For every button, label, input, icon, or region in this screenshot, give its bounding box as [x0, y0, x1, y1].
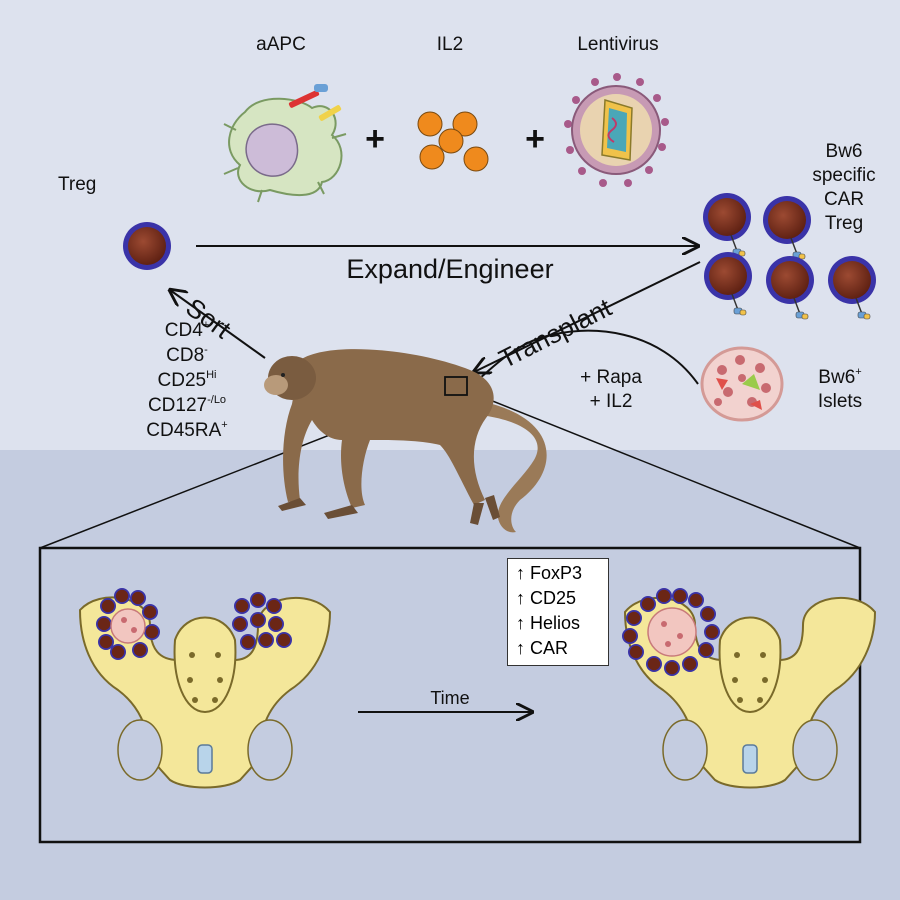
islets-line2: Islets — [817, 391, 863, 412]
car-treg-label-line: Treg — [824, 213, 864, 234]
rapa-line: + Rapa — [580, 367, 642, 388]
car-treg-label-line: Bw6 — [825, 141, 863, 162]
car-treg-label-line: CAR — [823, 189, 865, 210]
upregulated-item: ↑ CAR — [516, 638, 569, 658]
upregulated-item: ↑ CD25 — [516, 588, 577, 608]
cell-cluster-left — [96, 588, 292, 660]
car-treg-label: Bw6 specific CAR Treg — [796, 140, 892, 236]
time-label: Time — [430, 688, 470, 708]
monkey-icon — [264, 349, 547, 533]
islet-curve-arrow — [479, 329, 699, 385]
plus-sign-2: + — [525, 120, 545, 158]
treg-cell-icon — [123, 222, 171, 270]
zoom-box — [444, 376, 468, 396]
marker-item: CD8- — [166, 344, 208, 367]
aapc-label: aAPC — [256, 34, 306, 55]
expand-engineer-label: Expand/Engineer — [346, 254, 554, 284]
il2-label: IL2 — [436, 34, 464, 55]
il2-line: + IL2 — [589, 391, 633, 412]
marker-item: CD127-/Lo — [147, 394, 227, 417]
lentivirus-label: Lentivirus — [577, 34, 659, 55]
bw6-islets-label: Bw6+ Islets — [800, 366, 880, 414]
marker-list: CD4+ CD8- CD25Hi CD127-/Lo CD45RA+ — [112, 318, 262, 443]
marker-item: CD25Hi — [157, 369, 217, 392]
zoom-line-right — [469, 391, 861, 549]
islets-sup: + — [855, 366, 862, 378]
treg-label: Treg — [58, 174, 97, 195]
transplant-arrow — [474, 261, 701, 372]
lentivirus-icon — [564, 73, 669, 187]
upregulated-item: ↑ FoxP3 — [516, 563, 583, 583]
marker-item: CD45RA+ — [146, 419, 228, 442]
aapc-cell-icon — [223, 84, 347, 203]
islets-icon — [700, 346, 784, 422]
upregulation-box: ↑ FoxP3 ↑ CD25 ↑ Helios ↑ CAR — [507, 558, 609, 666]
car-treg-label-line: specific — [812, 165, 876, 186]
cell-cluster-right — [622, 588, 720, 676]
sort-arrow — [170, 290, 266, 359]
marker-item: CD4+ — [164, 319, 210, 342]
upregulated-item: ↑ Helios — [516, 613, 581, 633]
il2-icon — [417, 111, 489, 172]
islets-line1: Bw6 — [818, 367, 856, 388]
rapa-il2-label: + Rapa + IL2 — [566, 366, 656, 414]
plus-sign-1: + — [365, 120, 385, 158]
